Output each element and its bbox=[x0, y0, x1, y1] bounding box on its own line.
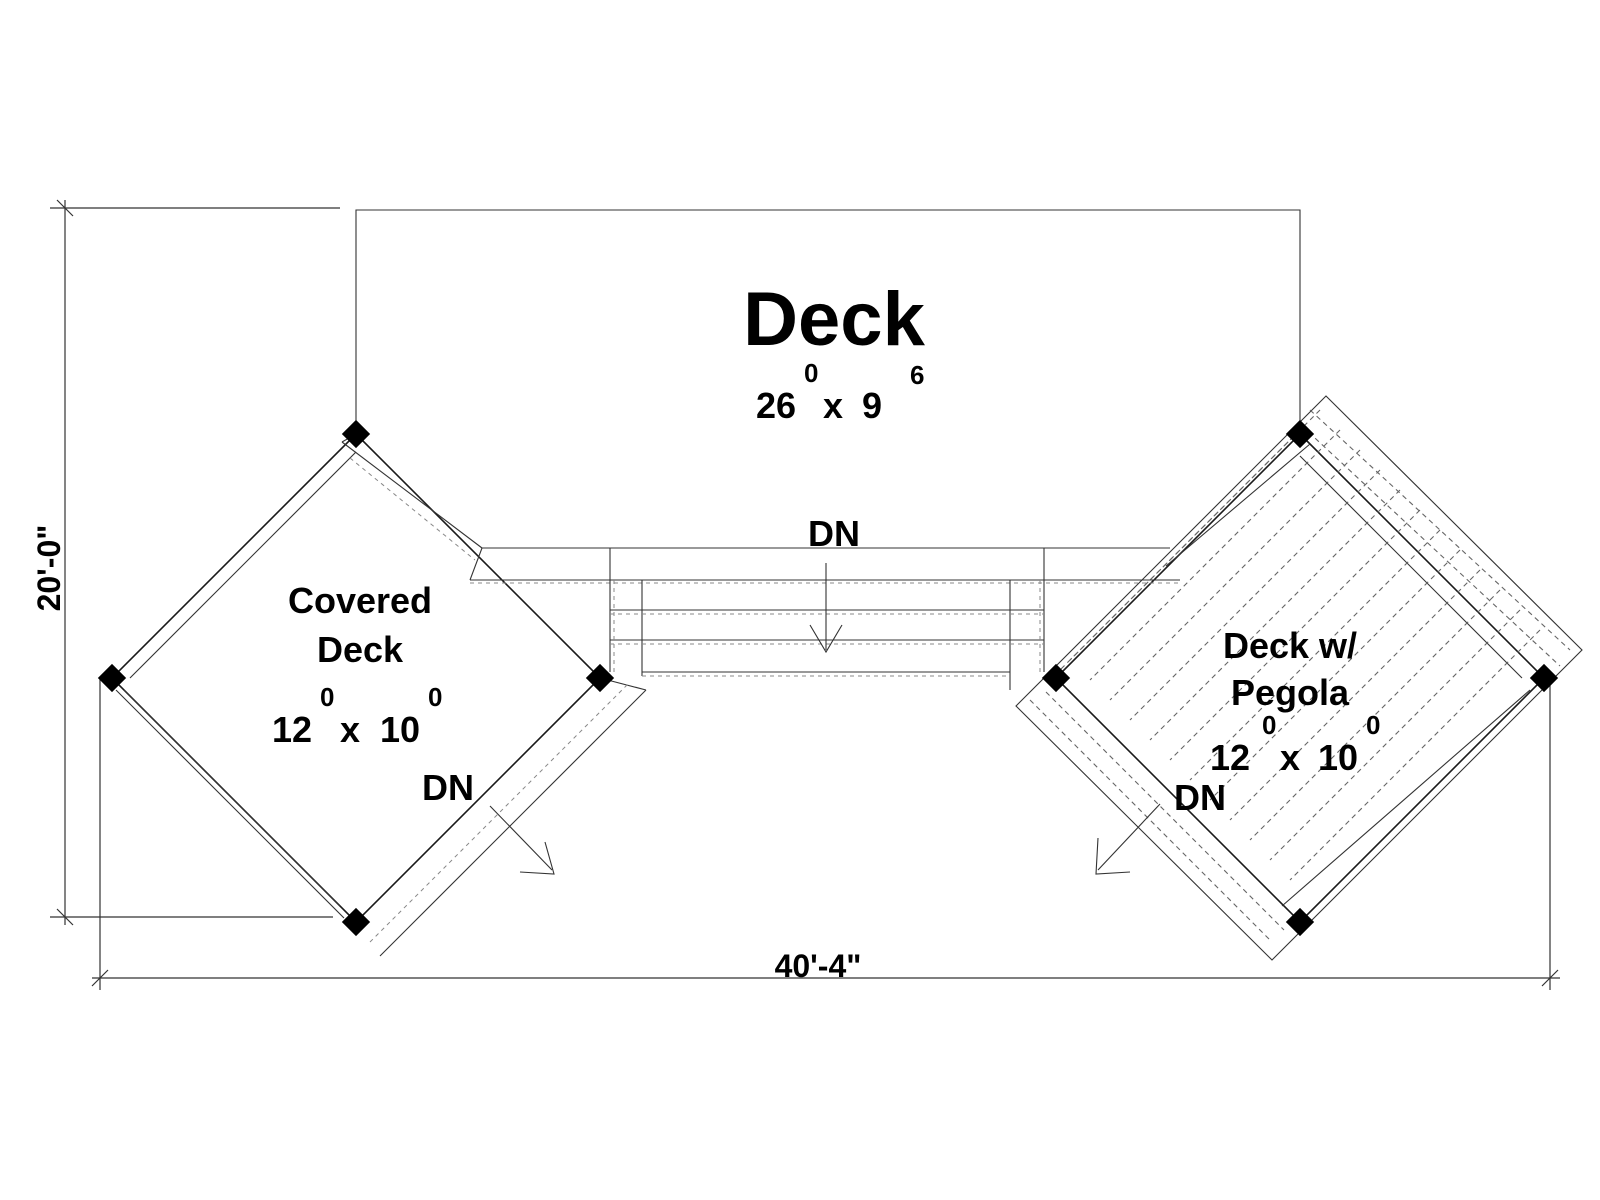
pergola-deck-outline bbox=[1015, 395, 1583, 961]
main-deck-depth-ft: 9 bbox=[862, 385, 882, 426]
post bbox=[1285, 907, 1315, 937]
post bbox=[97, 663, 127, 693]
pergola-deck-separator: x bbox=[1280, 737, 1300, 778]
main-deck-outline bbox=[355, 209, 1301, 433]
main-deck-size: 26 0 x 9 6 bbox=[756, 358, 924, 426]
width-dimension-label: 40'-4" bbox=[775, 948, 862, 984]
pergola-deck-width-in: 0 bbox=[1262, 710, 1276, 740]
post bbox=[341, 419, 371, 449]
post bbox=[1285, 419, 1315, 449]
right-stairs-dn-label: DN bbox=[1174, 777, 1226, 818]
post bbox=[1529, 663, 1559, 693]
pergola-deck-title-line2: Pegola bbox=[1231, 672, 1350, 713]
post bbox=[341, 907, 371, 937]
main-deck-width-ft: 26 bbox=[756, 385, 796, 426]
covered-deck-depth-in: 0 bbox=[428, 682, 442, 712]
right-stairs-arrow bbox=[1095, 803, 1161, 875]
pergola-deck-depth-in: 0 bbox=[1366, 710, 1380, 740]
pergola-deck-width-ft: 12 bbox=[1210, 737, 1250, 778]
covered-deck-outline bbox=[110, 432, 647, 957]
posts bbox=[97, 419, 1559, 937]
main-deck-title: Deck bbox=[743, 277, 925, 362]
covered-deck-title-line2: Deck bbox=[317, 629, 404, 670]
covered-deck-depth-ft: 10 bbox=[380, 709, 420, 750]
pergola-slats bbox=[1029, 409, 1571, 941]
center-stairs bbox=[470, 547, 1180, 690]
pergola-deck-size: 12 0 x 10 0 bbox=[1210, 710, 1380, 778]
main-deck-depth-in: 6 bbox=[910, 360, 924, 390]
main-deck-width-in: 0 bbox=[804, 358, 818, 388]
pergola-deck-title-line1: Deck w/ bbox=[1223, 625, 1357, 666]
post bbox=[1041, 663, 1071, 693]
pergola-deck-depth-ft: 10 bbox=[1318, 737, 1358, 778]
post bbox=[585, 663, 615, 693]
height-dimension-label: 20'-0" bbox=[31, 525, 67, 612]
left-stairs-arrow bbox=[489, 805, 555, 875]
covered-deck-width-in: 0 bbox=[320, 682, 334, 712]
dimension-lines bbox=[50, 199, 1560, 990]
main-deck-separator: x bbox=[823, 385, 843, 426]
covered-deck-title-line1: Covered bbox=[288, 580, 432, 621]
covered-deck-size: 12 0 x 10 0 bbox=[272, 682, 442, 750]
left-stairs-dn-label: DN bbox=[422, 767, 474, 808]
covered-deck-separator: x bbox=[340, 709, 360, 750]
center-stairs-dn-label: DN bbox=[808, 513, 860, 554]
covered-deck-width-ft: 12 bbox=[272, 709, 312, 750]
